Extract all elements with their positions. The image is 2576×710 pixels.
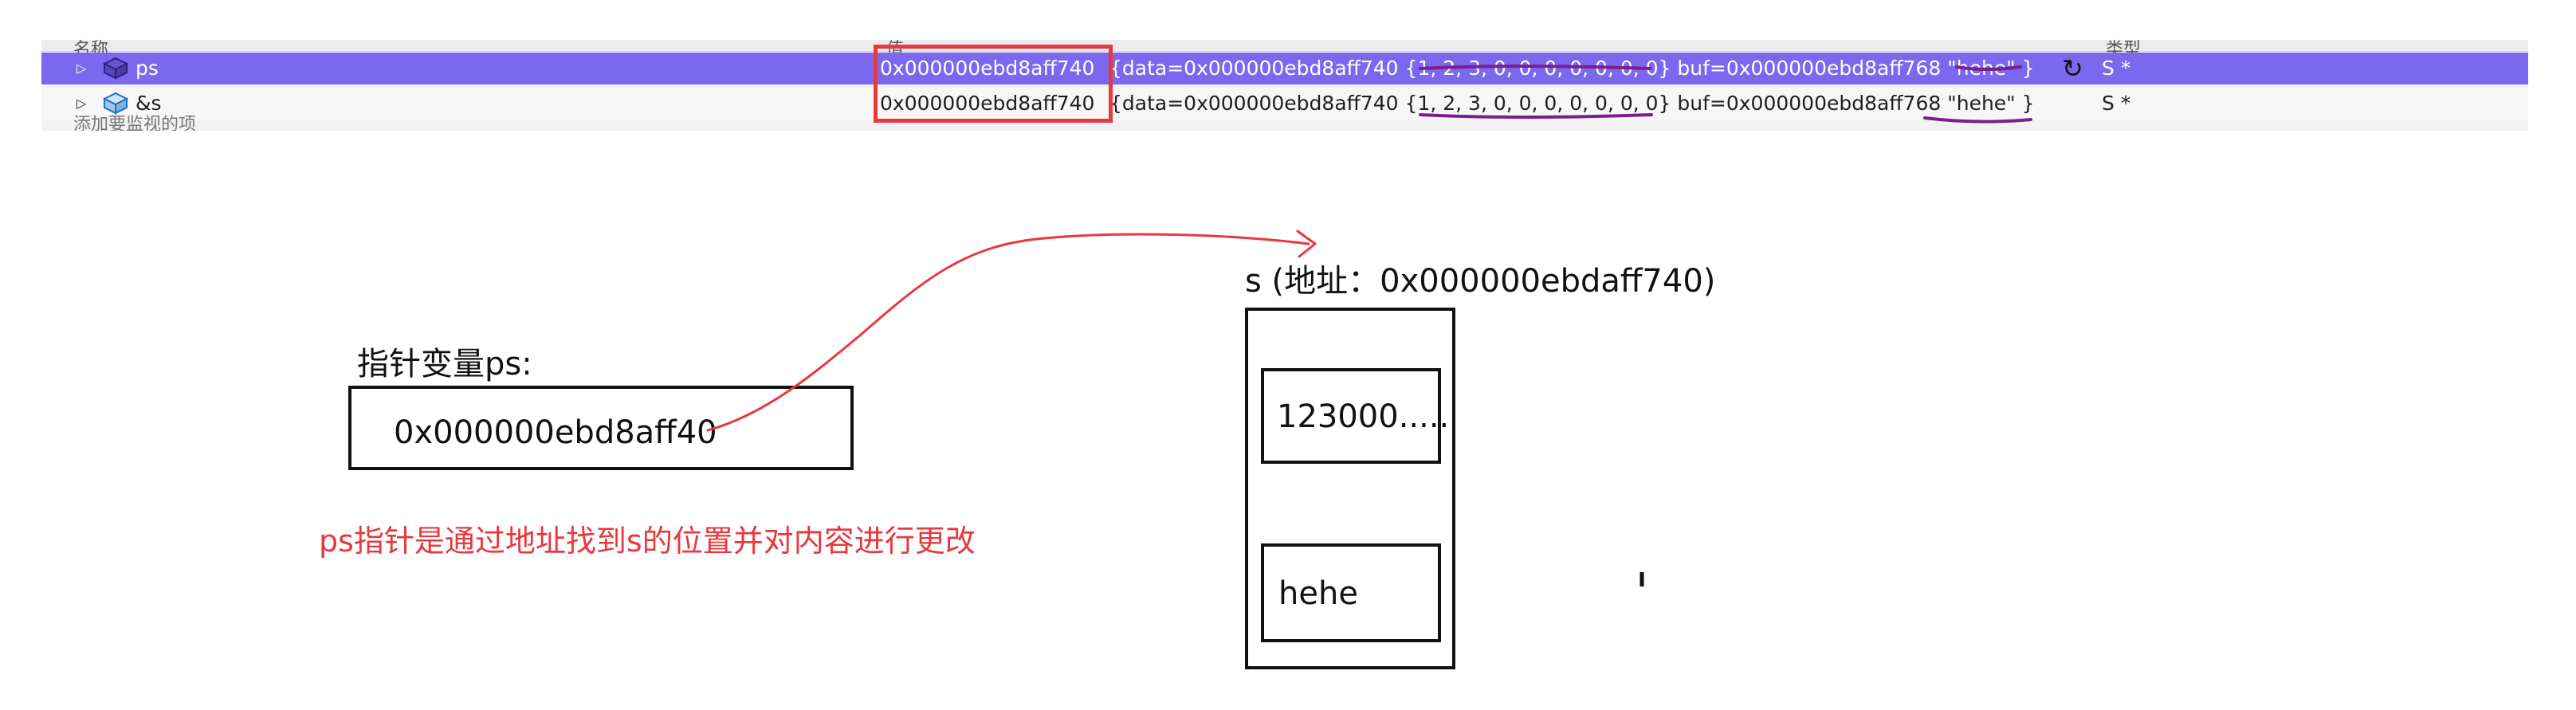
struct-s-box bbox=[1245, 308, 1455, 669]
pointer-arrow-head bbox=[1296, 229, 1317, 258]
underline-data-array-s bbox=[1419, 113, 1653, 119]
pointer-arrow-curve bbox=[706, 233, 1310, 432]
watch-footer: 添加要监视的项 bbox=[41, 115, 2528, 131]
watch-address: 0x000000ebd8aff740 bbox=[880, 92, 1095, 115]
watch-type: S * bbox=[2102, 57, 2131, 80]
pointer-box bbox=[348, 386, 854, 470]
watch-window: 名称 值 类型 ▷ ps 0x000000ebd8aff740 {data=0x… bbox=[41, 40, 2528, 131]
underline-hehe-s bbox=[1923, 116, 2032, 124]
pointer-value: 0x000000ebd8aff40 bbox=[394, 414, 717, 451]
watch-name: ps bbox=[135, 57, 159, 80]
struct-label: s (地址：0x000000ebdaff740) bbox=[1245, 263, 1716, 300]
watch-row-ps[interactable]: ▷ ps 0x000000ebd8aff740 {data=0x000000eb… bbox=[41, 53, 2528, 84]
field-data-box bbox=[1261, 368, 1441, 464]
underline-hehe-ps bbox=[1955, 65, 2022, 71]
watch-address: 0x000000ebd8aff740 bbox=[880, 57, 1095, 80]
underline-data-array-ps bbox=[1419, 65, 1651, 70]
address-highlight-box bbox=[874, 45, 1113, 123]
expand-arrow-icon[interactable]: ▷ bbox=[77, 61, 87, 76]
watch-value: {data=0x000000ebd8aff740 {1, 2, 3, 0, 0,… bbox=[1109, 92, 2035, 115]
caption-text: ps指针是通过地址找到s的位置并对内容进行更改 bbox=[319, 524, 976, 559]
refresh-icon[interactable]: ↻ bbox=[2062, 53, 2083, 84]
watch-row-ref-s[interactable]: ▷ &s 0x000000ebd8aff740 {data=0x000000eb… bbox=[41, 88, 2528, 120]
watch-value: {data=0x000000ebd8aff740 {1, 2, 3, 0, 0,… bbox=[1109, 57, 2035, 80]
field-buf-value: hehe bbox=[1278, 575, 1358, 612]
add-watch-hint[interactable]: 添加要监视的项 bbox=[73, 115, 197, 131]
watch-name: &s bbox=[135, 92, 162, 115]
struct-cube-icon bbox=[102, 91, 129, 124]
watch-type: S * bbox=[2102, 92, 2131, 115]
expand-arrow-icon[interactable]: ▷ bbox=[77, 96, 87, 111]
pointer-variable-label: 指针变量ps: bbox=[357, 346, 532, 382]
struct-cube-icon bbox=[102, 56, 129, 89]
field-data-value: 123000..... bbox=[1277, 398, 1450, 435]
field-buf-box bbox=[1261, 543, 1441, 642]
